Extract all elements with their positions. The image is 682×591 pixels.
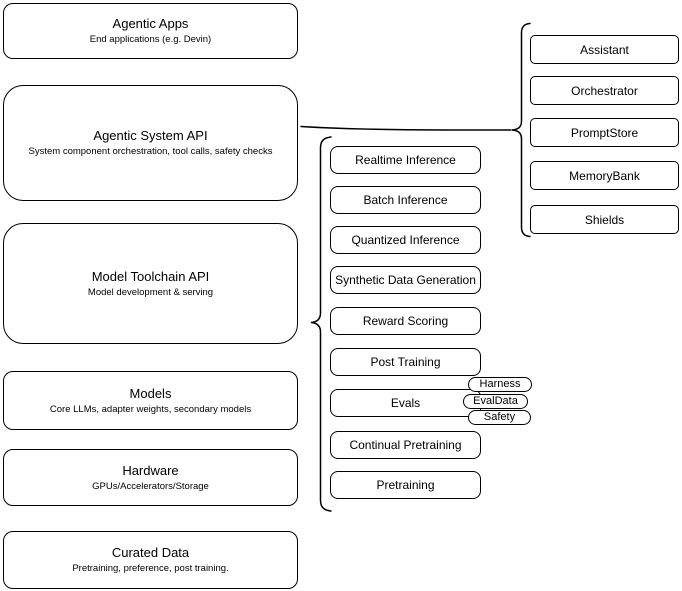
node-memorybank: MemoryBank	[530, 161, 679, 190]
tag-harness: Harness	[468, 377, 532, 392]
node-models: Models Core LLMs, adapter weights, secon…	[3, 371, 298, 430]
node-pretraining: Pretraining	[330, 471, 481, 499]
node-promptstore: PromptStore	[530, 118, 679, 147]
node-model-toolchain-api: Model Toolchain API Model development & …	[3, 223, 298, 344]
node-title: Hardware	[122, 462, 179, 478]
node-subtitle: Core LLMs, adapter weights, secondary mo…	[49, 403, 252, 415]
node-evals: Evals	[330, 389, 481, 417]
node-title: Curated Data	[111, 545, 190, 560]
node-quantized-inference: Quantized Inference	[330, 226, 481, 254]
node-assistant: Assistant	[530, 35, 679, 64]
node-hardware: Hardware GPUs/Accelerators/Storage	[3, 449, 298, 506]
node-title: Agentic System API	[93, 128, 208, 143]
toolchain-brace	[310, 136, 332, 512]
node-synthetic-data-generation: Synthetic Data Generation	[330, 266, 481, 294]
system-api-connector	[300, 125, 512, 131]
node-title: Models	[129, 385, 172, 401]
node-post-training: Post Training	[330, 348, 481, 376]
node-subtitle: System component orchestration, tool cal…	[28, 146, 273, 157]
node-agentic-apps: Agentic Apps End applications (e.g. Devi…	[3, 3, 298, 59]
node-title: Model Toolchain API	[91, 268, 210, 284]
tag-safety: Safety	[468, 410, 531, 425]
node-subtitle: End applications (e.g. Devin)	[89, 34, 212, 45]
node-orchestrator: Orchestrator	[530, 76, 679, 105]
system-brace	[511, 22, 531, 238]
node-subtitle: Pretraining, preference, post training.	[72, 563, 229, 574]
node-realtime-inference: Realtime Inference	[330, 146, 481, 174]
node-title: Agentic Apps	[112, 16, 189, 31]
node-shields: Shields	[530, 205, 679, 234]
node-batch-inference: Batch Inference	[330, 186, 481, 214]
node-curated-data: Curated Data Pretraining, preference, po…	[3, 531, 298, 589]
node-reward-scoring: Reward Scoring	[330, 307, 481, 335]
node-continual-pretraining: Continual Pretraining	[330, 431, 481, 459]
node-agentic-system-api: Agentic System API System component orch…	[3, 85, 298, 201]
tag-evaldata: EvalData	[463, 394, 528, 409]
node-subtitle: GPUs/Accelerators/Storage	[92, 480, 209, 492]
node-subtitle: Model development & serving	[87, 286, 214, 298]
